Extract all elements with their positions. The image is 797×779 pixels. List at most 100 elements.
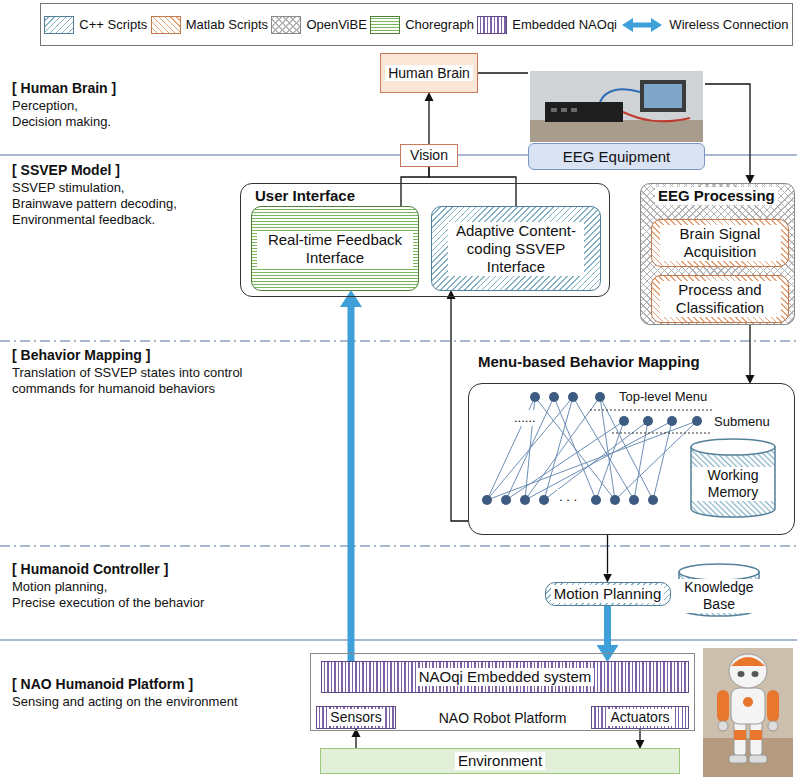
knowledge-base: Knowledge Base <box>678 563 760 617</box>
node-text: Real-time Feedback Interface <box>257 231 413 267</box>
node-text: Menu-based Behavior Mapping <box>478 353 700 371</box>
nao-robot-photo-part <box>729 755 747 763</box>
wireless-connector <box>604 606 611 646</box>
node-text: EEG Processing <box>658 187 775 205</box>
legend-arrow-heads <box>622 18 662 32</box>
legend-swatch <box>370 16 400 34</box>
menu-graph-part-part <box>600 397 653 500</box>
eeg-photo-part <box>644 84 682 108</box>
text-holder: Vision <box>401 145 457 166</box>
eeg-processing: EEG ProcessingBrain Signal AcquisitionPr… <box>640 183 795 325</box>
eeg-photo-part <box>530 71 703 142</box>
menu-graph-part-part <box>520 495 530 505</box>
cylinder-body <box>691 447 775 517</box>
legend-text: Choregraph <box>405 17 474 32</box>
band-description: Precise execution of the behavior <box>10 595 206 611</box>
legend-text: Matlab Scripts <box>186 17 268 32</box>
actuators-box: Actuators <box>591 706 689 729</box>
text-holder: Adaptive Content-coding SSVEP Interface <box>432 207 600 290</box>
eeg-photo-part <box>600 89 640 102</box>
menu-graph-part-part <box>544 397 573 500</box>
node-text: NAO Robot Platform <box>439 710 567 727</box>
text-holder: Knowledge Base <box>678 563 760 617</box>
node-text: Motion Planning <box>551 585 665 603</box>
legend-item: Matlab Scripts <box>151 16 268 34</box>
ellipsis-mark: ...... <box>512 410 538 426</box>
legend-item: OpenViBE <box>271 16 366 34</box>
nao-robot-photo-part <box>738 671 745 677</box>
menu-graph-part <box>487 397 697 500</box>
band-separators-part <box>0 340 797 342</box>
menu-graph-part <box>482 392 702 505</box>
menu-graph-part-part <box>692 416 702 426</box>
eeg-photo <box>530 71 703 142</box>
node-text: Actuators <box>607 709 672 726</box>
menu-graph-part-part <box>591 495 601 505</box>
nao-robot-photo-part <box>703 648 793 777</box>
text-holder: Environment <box>321 749 679 773</box>
nao-robot-photo-part <box>729 654 767 688</box>
menu-graph <box>482 392 712 505</box>
node-text: Process and Classification <box>660 281 781 317</box>
legend-item: Wireless Connection <box>620 17 788 33</box>
menu-graph-part-part <box>596 421 624 500</box>
menu-graph-part-part <box>619 416 629 426</box>
band-separators <box>0 155 797 640</box>
legend-text: Embedded NAOqi <box>512 17 617 32</box>
connector <box>429 167 516 206</box>
legend-text: Wireless Connection <box>669 17 788 32</box>
nao-robot-photo-part <box>734 720 746 756</box>
band-description: Sensing and acting on the environment <box>10 694 240 710</box>
eeg-photo-part <box>551 108 557 112</box>
band-separators-part <box>0 639 797 641</box>
menu-graph-part-part <box>487 397 573 500</box>
behavior-mapping: Menu-based Behavior MappingWorking Memor… <box>468 347 795 535</box>
eeg-photo-part <box>640 80 686 112</box>
band-heading: [ Human Brain ] <box>10 80 118 97</box>
text-holder: Actuators <box>592 707 688 728</box>
brain-box: Human Brain <box>380 53 478 93</box>
connector <box>607 535 608 574</box>
connector <box>401 167 429 206</box>
text-holder: EEG Equipment <box>528 143 705 170</box>
nao-robot-photo-part <box>743 697 753 707</box>
connector <box>451 299 468 521</box>
band-description: Environmental feedback. <box>10 212 157 228</box>
node-text: EEG Equipment <box>563 148 671 166</box>
band-description: Decision making. <box>10 114 113 130</box>
nao-robot-photo-part <box>703 738 793 777</box>
text-holder: Motion Planning <box>546 583 670 605</box>
node-text: Knowledge Base <box>678 579 760 613</box>
band-separators-part <box>0 545 797 547</box>
adaptive-interface: Adaptive Content-coding SSVEP Interface <box>431 206 601 291</box>
legend-text: OpenViBE <box>306 17 366 32</box>
menu-graph-part-part <box>643 416 653 426</box>
motion-planning: Motion Planning <box>545 582 671 606</box>
legend-arrow-shaft <box>632 22 652 27</box>
text-holder: Menu-based Behavior Mapping <box>478 353 700 371</box>
cylinder-top <box>691 439 775 455</box>
working-memory: Working Memory <box>690 438 776 518</box>
eeg-photo-part <box>623 112 690 121</box>
acquisition-box: Brain Signal Acquisition <box>651 219 789 267</box>
menu-graph-part-part <box>568 392 578 402</box>
band-heading: [ Humanoid Controller ] <box>10 561 170 578</box>
eeg-photo-part <box>561 108 567 112</box>
interface-group: User InterfaceReal-time Feedback Interfa… <box>240 183 610 297</box>
menu-graph-part-part <box>648 495 658 505</box>
band-description: Motion planning, <box>10 579 109 595</box>
node-text: Working Memory <box>692 467 774 501</box>
nao-robot-photo-part <box>750 720 762 756</box>
node-text: Environment <box>455 752 545 770</box>
legend-item: Embedded NAOqi <box>477 16 617 34</box>
legend: C++ Scripts Matlab Scripts OpenViBE Choregr… <box>40 3 793 46</box>
wireless-connector <box>348 307 355 661</box>
menu-graph-part-part <box>549 392 559 402</box>
legend-text: C++ Scripts <box>79 17 147 32</box>
menu-graph-part-part <box>612 433 712 434</box>
text-holder: Real-time Feedback Interface <box>252 207 418 290</box>
text-holder: Brain Signal Acquisition <box>652 220 788 266</box>
menu-graph-part-part <box>629 495 639 505</box>
band-description: Brainwave pattern decoding, <box>10 196 179 212</box>
menu-graph-part-part <box>482 495 492 505</box>
